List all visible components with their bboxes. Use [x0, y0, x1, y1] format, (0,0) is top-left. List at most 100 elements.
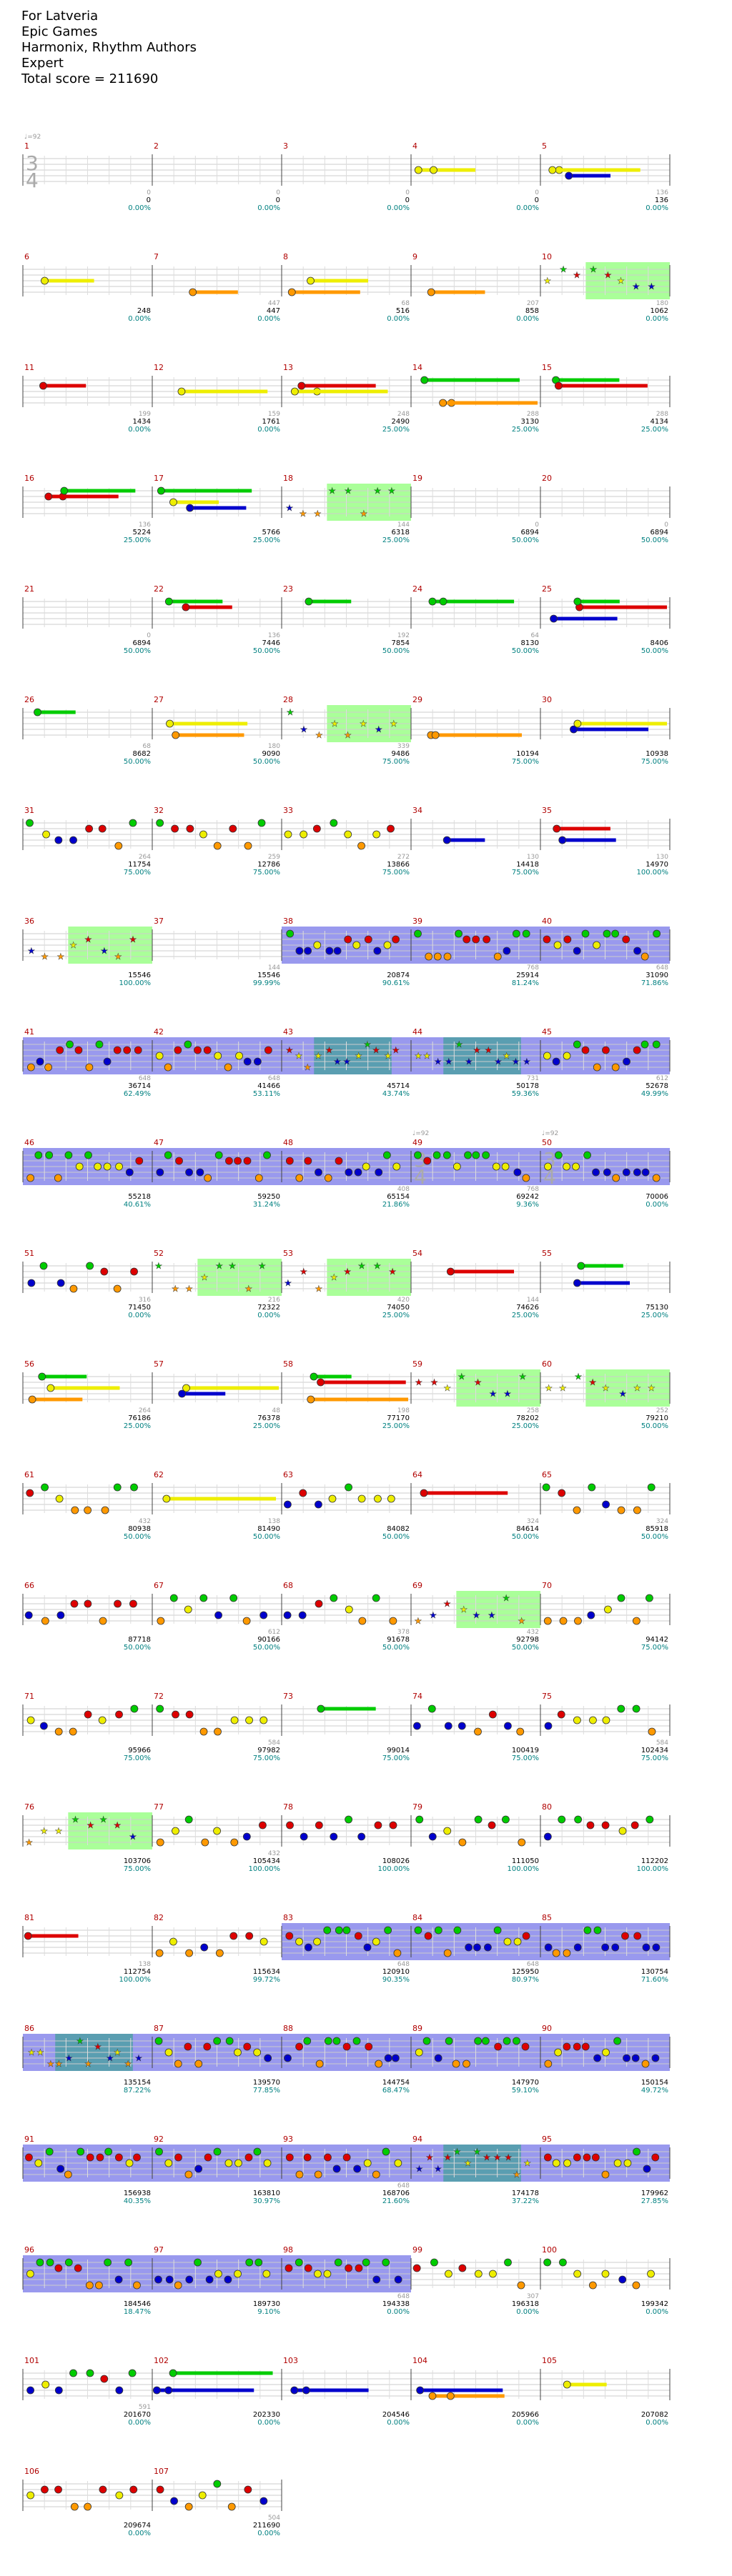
cumulative-score: 65154	[387, 1193, 410, 1201]
note-gem	[474, 1815, 483, 1824]
note-gem	[428, 1832, 437, 1841]
note-gem	[473, 1943, 481, 1952]
measure-number: 41	[24, 1027, 34, 1037]
note-gem	[513, 1937, 522, 1946]
note-gem	[300, 1832, 308, 1841]
note-gem	[169, 1594, 178, 1602]
overdrive-percent: 30.97%	[253, 2197, 280, 2205]
note-gem	[194, 2060, 203, 2068]
measure-note-score: 378	[397, 1629, 410, 1636]
note-gem	[287, 288, 296, 296]
measure-note-score: 432	[139, 1518, 151, 1525]
star-note: ★	[375, 724, 382, 734]
measure-number: 99	[412, 2245, 422, 2255]
note-gem	[54, 836, 63, 844]
note-gem	[472, 1151, 480, 1159]
measure-note-score: 0	[535, 521, 539, 529]
note-gem	[465, 1943, 473, 1952]
note-gem	[342, 2153, 351, 2162]
note-gem	[434, 2054, 442, 2062]
note-gem	[229, 1594, 238, 1602]
measure-note-score: 259	[268, 854, 280, 861]
star-note: ★	[488, 1610, 496, 1620]
note-gem	[169, 2369, 177, 2377]
note-gem	[632, 1704, 640, 1713]
note-gem	[573, 2042, 581, 2051]
cumulative-score: 0	[405, 196, 410, 204]
note-gem	[464, 1151, 472, 1159]
measure-note-score: 768	[527, 964, 539, 972]
note-gem	[640, 1040, 649, 1049]
overdrive-percent: 75.00%	[124, 1754, 151, 1762]
star-note: ★	[229, 1261, 237, 1271]
overdrive-percent: 50.00%	[641, 1533, 668, 1541]
note-gem	[235, 1052, 243, 1060]
note-gem	[602, 1046, 610, 1054]
note-gem	[592, 1168, 600, 1177]
note-gem	[194, 2258, 202, 2267]
star-note: ★	[86, 1820, 94, 1830]
cumulative-score: 69242	[516, 1193, 539, 1201]
note-gem	[172, 1710, 179, 1719]
measure-number: 103	[283, 2356, 298, 2365]
note-gem	[134, 1046, 142, 1054]
overdrive-percent: 50.00%	[124, 1533, 151, 1541]
note-gem	[342, 2042, 351, 2051]
note-gem	[295, 2170, 304, 2179]
note-gem	[259, 1716, 268, 1724]
measure-number: 67	[154, 1581, 164, 1590]
star-note: ★	[129, 1832, 137, 1842]
note-gem	[389, 1821, 397, 1829]
cumulative-score: 135154	[124, 2079, 151, 2087]
note-gem	[324, 2153, 332, 2162]
cumulative-score: 31090	[646, 972, 668, 979]
note-gem	[315, 1168, 322, 1177]
star-note: ★	[345, 486, 352, 496]
note-gem	[305, 597, 313, 606]
note-gem	[295, 1174, 304, 1182]
overdrive-percent: 0.00%	[387, 315, 410, 323]
note-gem	[642, 1943, 651, 1952]
star-note: ★	[415, 1051, 422, 1061]
note-gem	[474, 2270, 483, 2278]
cumulative-score: 20874	[387, 972, 410, 979]
note-gem	[156, 819, 164, 827]
note-gem	[75, 1162, 84, 1171]
note-gem	[345, 2264, 353, 2272]
note-gem	[647, 2270, 655, 2278]
note-gem	[632, 2281, 640, 2290]
measure-note-score: 648	[268, 1075, 280, 1082]
measure-note-score: 648	[397, 2182, 410, 2190]
cumulative-score: 5224	[133, 529, 151, 536]
cumulative-score: 79210	[646, 1414, 668, 1422]
note-gem	[129, 819, 137, 827]
cumulative-score: 80938	[128, 1525, 151, 1533]
note-gem	[372, 1594, 380, 1602]
note-gem	[169, 498, 177, 506]
note-gem	[303, 2037, 312, 2045]
overdrive-percent: 0.00%	[516, 2419, 539, 2427]
note-gem	[259, 1937, 268, 1946]
cumulative-score: 168706	[382, 2190, 410, 2197]
measure-number: 12	[154, 363, 164, 372]
note-gem	[588, 2281, 597, 2290]
overdrive-percent: 90.61%	[382, 979, 410, 987]
note-gem	[501, 1162, 510, 1171]
overdrive-percent: 0.00%	[387, 2308, 410, 2316]
star-note: ★	[28, 2047, 36, 2057]
measure-note-score: 264	[139, 854, 151, 861]
star-note: ★	[504, 1389, 512, 1399]
cumulative-score: 199342	[641, 2300, 668, 2308]
note-gem	[622, 1168, 630, 1177]
note-gem	[123, 1046, 132, 1054]
note-gem	[414, 166, 422, 174]
note-gem	[133, 2281, 141, 2290]
cumulative-score: 163810	[253, 2190, 280, 2197]
note-gem	[104, 2147, 113, 2156]
